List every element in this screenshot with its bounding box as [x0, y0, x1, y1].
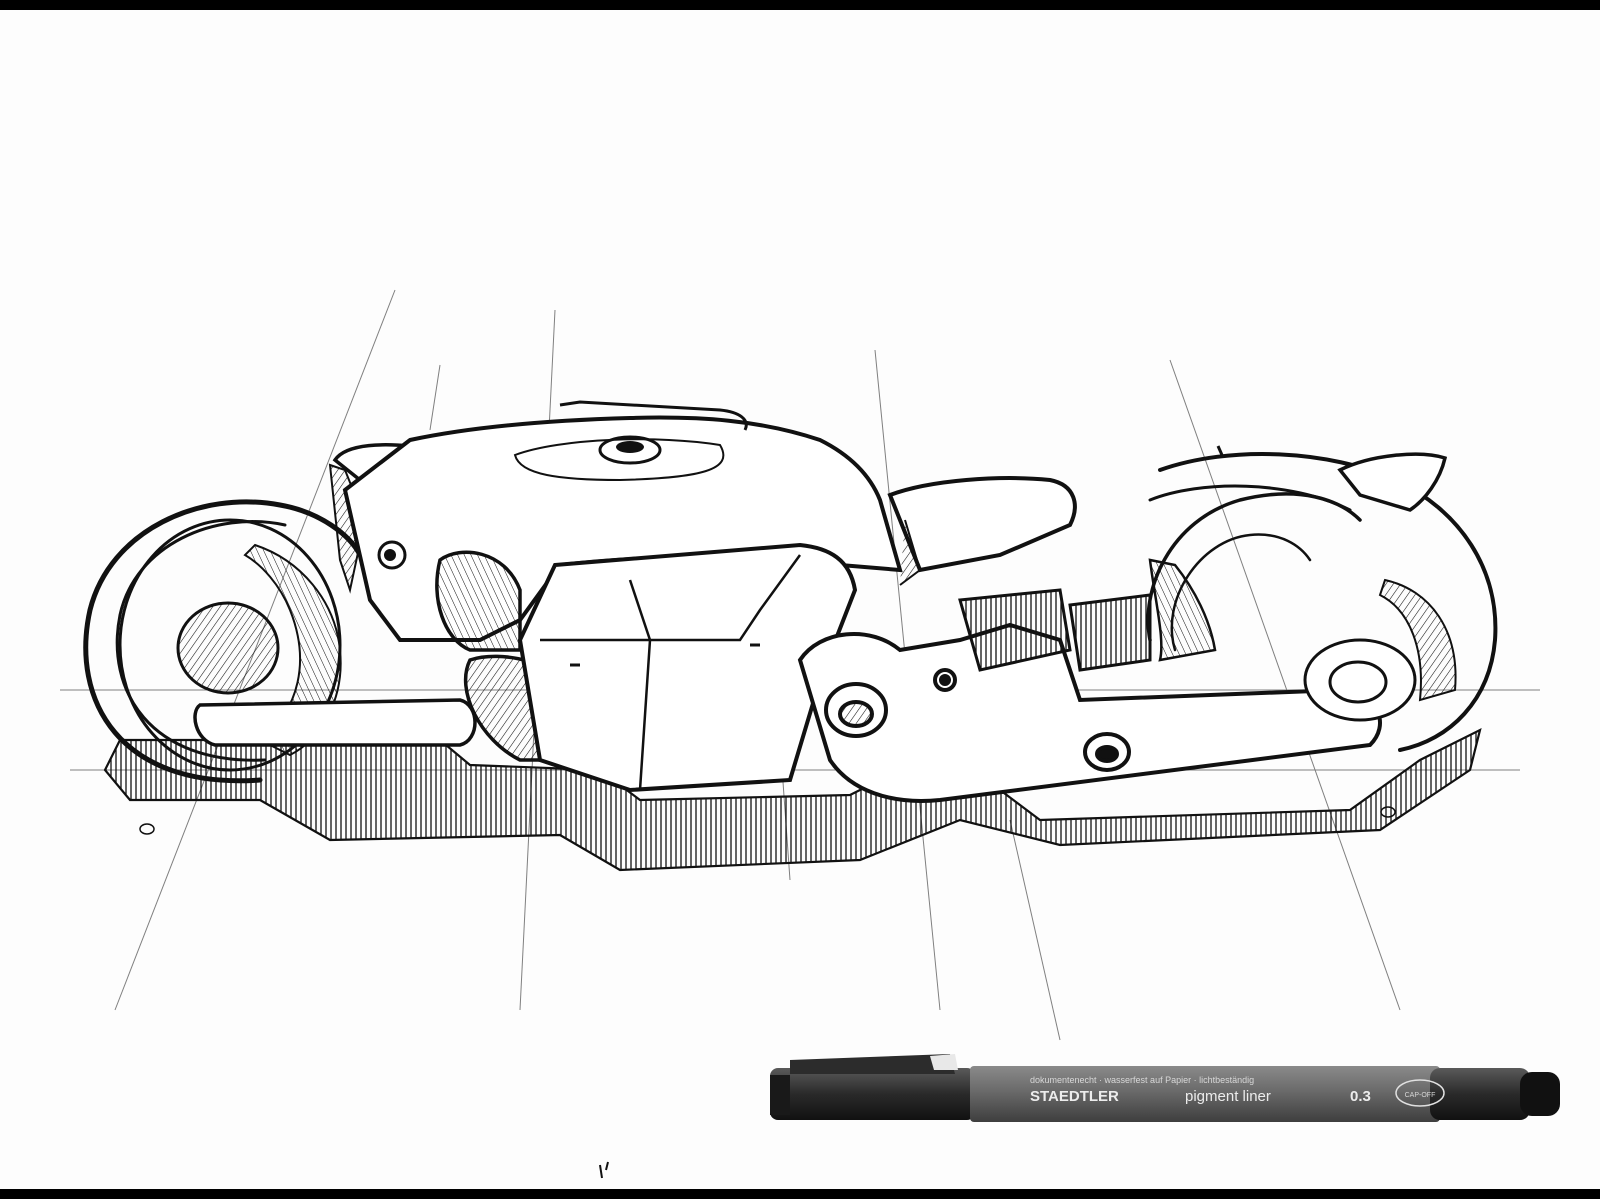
- engine-cover: [517, 542, 858, 793]
- pen-size: 0.3: [1350, 1088, 1371, 1105]
- front-fender: [1337, 452, 1448, 512]
- pen-cap-badge: CAP-OFF: [1405, 1092, 1436, 1099]
- pen-brand: STAEDTLER: [1030, 1088, 1119, 1105]
- front-wheel: [1146, 451, 1498, 752]
- pen-model: pigment liner: [1185, 1088, 1271, 1105]
- axle-marks: [139, 445, 1396, 835]
- rear-wheel: [83, 499, 363, 784]
- pen-subtext: dokumentenecht · wasserfest auf Papier ·…: [1030, 1075, 1254, 1085]
- ground-shadow: [103, 727, 1482, 872]
- stray-mark: [599, 1161, 609, 1179]
- staedtler-pen: dokumentenecht · wasserfest auf Papier ·…: [770, 1054, 1560, 1122]
- linkage-block: [958, 588, 1072, 672]
- tail-hatch: [328, 463, 367, 594]
- bottom-letterbox-bar: [0, 1189, 1600, 1199]
- top-letterbox-bar: [0, 0, 1600, 10]
- seat: [887, 476, 1077, 573]
- rear-swingarm: [193, 698, 477, 747]
